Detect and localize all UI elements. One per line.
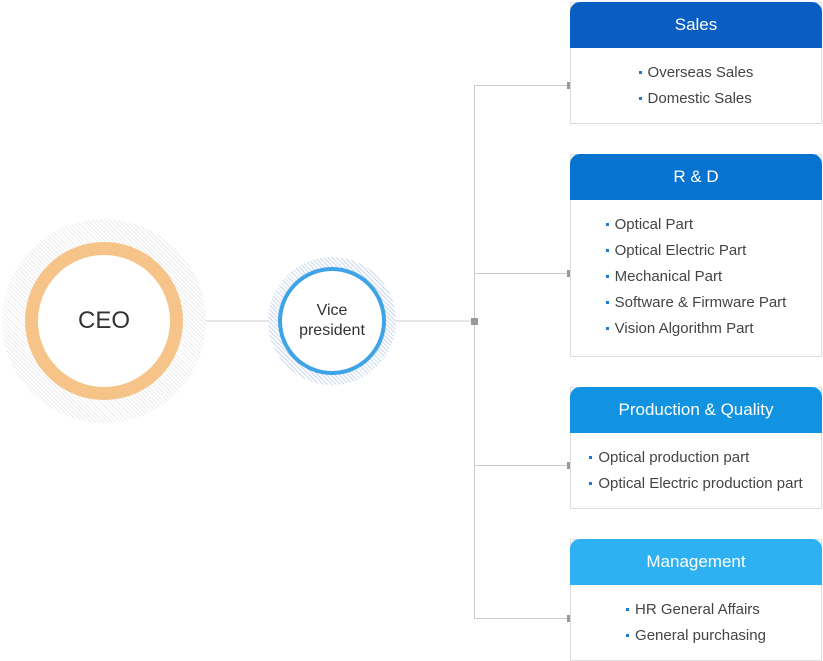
list-item: Optical Part	[605, 212, 787, 238]
dept-rnd: R & D Optical Part Optical Electric Part…	[570, 154, 822, 357]
bullet-icon	[638, 97, 642, 100]
bullet-icon	[605, 301, 609, 304]
dept-production-quality: Production & Quality Optical production …	[570, 387, 822, 509]
bullet-icon	[605, 249, 609, 252]
dept-title: Production & Quality	[618, 400, 774, 419]
dept-title: Sales	[674, 15, 718, 34]
list-item: Overseas Sales	[638, 60, 753, 86]
bullet-icon	[626, 608, 630, 611]
dept-header: Management	[570, 539, 822, 585]
dept-title: Management	[646, 552, 746, 571]
dept-header: Production & Quality	[570, 387, 822, 433]
dept-title: R & D	[673, 167, 719, 186]
list-item: Mechanical Part	[605, 264, 787, 290]
list-item: HR General Affairs	[626, 597, 766, 623]
bullet-icon	[605, 223, 609, 226]
dept-list: Optical Part Optical Electric Part Mecha…	[571, 200, 821, 354]
dept-header: Sales	[570, 2, 822, 48]
bullet-icon	[589, 482, 593, 485]
list-item: Vision Algorithm Part	[605, 316, 787, 342]
dept-management: Management HR General Affairs General pu…	[570, 539, 822, 661]
bullet-icon	[605, 275, 609, 278]
dept-header: R & D	[570, 154, 822, 200]
list-item: Optical Electric Part	[605, 238, 787, 264]
list-item: Software & Firmware Part	[605, 290, 786, 316]
list-item: Optical production part	[589, 445, 802, 471]
dept-list: Overseas Sales Domestic Sales	[571, 48, 821, 124]
list-item: General purchasing	[626, 623, 766, 649]
vp-circle: Vice president	[278, 267, 386, 375]
list-item: Optical Electric production part	[589, 471, 803, 497]
bullet-icon	[638, 71, 642, 74]
vp-label: Vice president	[299, 302, 365, 339]
ceo-circle: CEO	[25, 242, 183, 400]
dept-list: Optical production part Optical Electric…	[571, 433, 821, 509]
dept-list: HR General Affairs General purchasing	[571, 585, 821, 661]
bullet-icon	[589, 456, 593, 459]
list-item: Domestic Sales	[638, 86, 754, 112]
bullet-icon	[605, 327, 609, 330]
bullet-icon	[626, 634, 630, 637]
ceo-label: CEO	[77, 307, 130, 334]
dept-sales: Sales Overseas Sales Domestic Sales	[570, 2, 822, 124]
junction-node	[471, 318, 478, 325]
